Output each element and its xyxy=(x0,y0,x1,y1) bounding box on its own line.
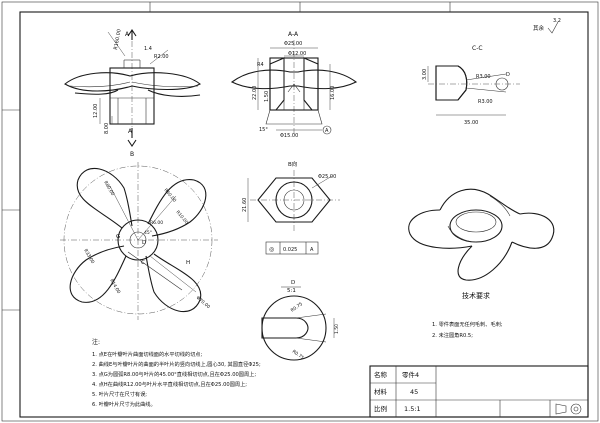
svg-text:12.00: 12.00 xyxy=(93,104,99,118)
svg-text:1. 点E在叶瓣叶片曲面切线面的水平切线的切点;: 1. 点E在叶瓣叶片曲面切线面的水平切线的切点; xyxy=(92,350,202,358)
zone-marks xyxy=(2,2,451,311)
svg-text:4. 点H在曲线R12.00与叶片水平直线相切切点,且在Φ2: 4. 点H在曲线R12.00与叶片水平直线相切切点,且在Φ25.00圆周上; xyxy=(92,380,247,388)
svg-text:8.00: 8.00 xyxy=(104,123,110,134)
svg-text:2. 未注圆角R0.5;: 2. 未注圆角R0.5; xyxy=(432,331,473,339)
svg-text:Φ15.00: Φ15.00 xyxy=(280,133,298,139)
svg-text:1. 零件表面无任何毛刺、毛刺;: 1. 零件表面无任何毛刺、毛刺; xyxy=(432,320,503,328)
svg-text:5. 叶片尺寸在尺寸有误;: 5. 叶片尺寸在尺寸有误; xyxy=(92,390,147,398)
svg-text:R160.00: R160.00 xyxy=(113,29,123,51)
svg-text:A: A xyxy=(128,128,133,135)
svg-text:R3.00: R3.00 xyxy=(478,99,493,105)
svg-text:A: A xyxy=(125,31,130,38)
svg-text:零件4: 零件4 xyxy=(402,370,419,379)
svg-text:B向: B向 xyxy=(288,160,297,168)
svg-text:3.00: 3.00 xyxy=(422,69,428,80)
svg-text:3. 点G为圆弧R8.00与叶片的45.00°直线相切切点,: 3. 点G为圆弧R8.00与叶片的45.00°直线相切切点,且在Φ25.00圆周… xyxy=(92,370,256,378)
svg-text:R80.00: R80.00 xyxy=(102,180,115,197)
svg-text:D: D xyxy=(506,72,510,78)
title-block: 名称 零件4 材料 45 比例 1.5:1 xyxy=(369,365,589,418)
svg-text:R2.00: R2.00 xyxy=(154,54,169,60)
svg-text:R0.75: R0.75 xyxy=(290,301,304,314)
inner-frame xyxy=(19,11,589,418)
svg-text:◎: ◎ xyxy=(269,246,274,253)
svg-text:Φ25.00: Φ25.00 xyxy=(284,41,302,47)
svg-text:名称: 名称 xyxy=(374,370,388,379)
svg-text:G: G xyxy=(116,234,120,240)
svg-text:22.00: 22.00 xyxy=(252,86,258,100)
svg-text:A-A: A-A xyxy=(288,31,299,38)
svg-text:1.4: 1.4 xyxy=(144,46,152,52)
tech-requirements: 技术要求 1. 零件表面无任何毛刺、毛刺; 2. 未注圆角R0.5; xyxy=(432,291,503,339)
svg-text:B: B xyxy=(130,151,134,158)
svg-text:6. 叶瓣叶片尺寸为此曲线。: 6. 叶瓣叶片尺寸为此曲线。 xyxy=(92,400,156,408)
hex-view: B向 Φ25.00 21.60 ◎ 0.025 A xyxy=(242,160,340,255)
svg-text:R33.00: R33.00 xyxy=(82,248,95,265)
svg-text:A: A xyxy=(325,128,329,134)
svg-text:1.50: 1.50 xyxy=(334,324,340,334)
svg-text:35.00: 35.00 xyxy=(464,120,478,126)
svg-text:注:: 注: xyxy=(92,338,100,346)
svg-text:45: 45 xyxy=(410,388,418,396)
svg-text:15°: 15° xyxy=(259,127,268,133)
svg-text:5:1: 5:1 xyxy=(287,288,296,294)
svg-text:21.60: 21.60 xyxy=(242,198,248,212)
svg-text:A: A xyxy=(310,247,314,253)
svg-text:材料: 材料 xyxy=(374,387,388,396)
detail-d-view: D 5:1 1.50 R0.75 R0.75 xyxy=(261,280,340,361)
svg-text:技术要求: 技术要求 xyxy=(462,291,490,300)
roughness-symbol xyxy=(547,21,559,34)
svg-text:0.025: 0.025 xyxy=(283,247,297,253)
svg-text:Φ70.00: Φ70.00 xyxy=(195,295,212,310)
svg-text:C-C: C-C xyxy=(472,45,483,52)
notes-block: 注: 1. 点E在叶瓣叶片曲面切线面的水平切线的切点; 2. 曲线E与叶瓣叶片的… xyxy=(92,338,261,408)
svg-text:D: D xyxy=(291,280,295,286)
svg-text:45°: 45° xyxy=(144,230,152,236)
svg-text:R3.00: R3.00 xyxy=(476,74,491,80)
svg-text:H: H xyxy=(186,260,190,266)
svg-text:Φ25.00: Φ25.00 xyxy=(318,174,336,180)
corner-note: 其余 xyxy=(533,24,545,32)
section-aa-view: A-A Φ25.00 Φ12.00 22.00 16.00 1.50 R4 Φ1… xyxy=(230,31,358,139)
projection-symbol xyxy=(555,403,582,415)
section-cc-view: C-C 35.00 3.00 R3.00 R3.00 D xyxy=(422,45,520,126)
svg-text:Φ12.00: Φ12.00 xyxy=(288,51,306,57)
svg-text:R10.00: R10.00 xyxy=(174,209,189,225)
svg-text:比例: 比例 xyxy=(374,404,387,413)
svg-text:16.00: 16.00 xyxy=(330,86,336,100)
iso-view xyxy=(408,188,555,281)
svg-text:2. 曲线E与叶瓣叶片的曲面的半叶片的竖向切线上,圆心30,: 2. 曲线E与叶瓣叶片的曲面的半叶片的竖向切线上,圆心30, 其圆直径Φ25; xyxy=(92,360,261,368)
svg-text:1.5:1: 1.5:1 xyxy=(404,405,421,413)
roughness-value: 3.2 xyxy=(553,18,561,24)
front-view: R80.00 R40.00 R10.00 R6.00 Φ70.00 R33.00… xyxy=(60,162,218,320)
svg-text:R6.00: R6.00 xyxy=(150,220,163,226)
svg-text:R4: R4 xyxy=(257,62,264,68)
svg-text:D: D xyxy=(142,240,146,246)
svg-text:1.50: 1.50 xyxy=(264,91,270,102)
svg-text:C: C xyxy=(141,260,145,266)
side-view: 12.00 8.00 R160.00 R2.00 1.4 A A B xyxy=(64,29,201,158)
